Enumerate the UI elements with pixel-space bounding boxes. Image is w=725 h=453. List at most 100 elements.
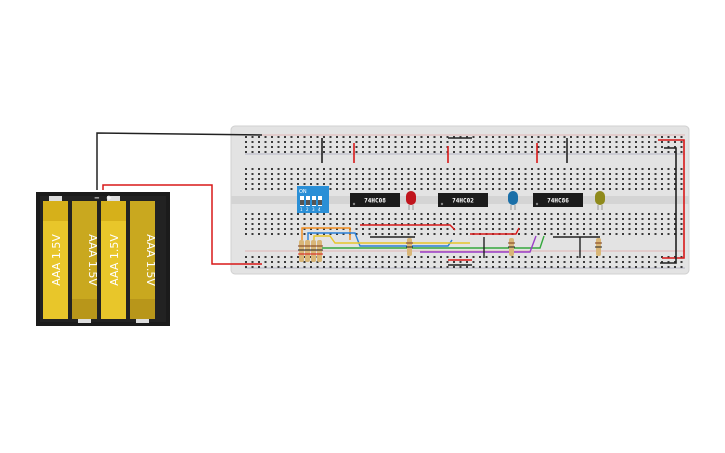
breadboard-hole xyxy=(576,151,579,153)
breadboard-hole xyxy=(355,141,358,143)
wire-red-signal-2[interactable] xyxy=(470,227,520,235)
resistor-led-yellow[interactable] xyxy=(595,238,602,256)
breadboard-hole xyxy=(251,218,254,220)
breadboard-hole xyxy=(492,256,494,258)
breadboard-hole xyxy=(492,141,494,143)
breadboard-hole xyxy=(323,223,325,225)
breadboard-hole xyxy=(615,183,618,185)
breadboard-hole xyxy=(648,136,650,138)
wire-right-black[interactable] xyxy=(660,147,677,264)
breadboard-hole xyxy=(654,178,657,180)
breadboard-hole xyxy=(427,223,429,225)
wire-red-signal-1[interactable] xyxy=(360,224,456,231)
breadboard-hole xyxy=(583,178,585,180)
breadboard-hole xyxy=(628,178,631,180)
breadboard-hole xyxy=(635,136,637,138)
breadboard-hole xyxy=(329,261,332,263)
breadboard-hole xyxy=(401,168,403,170)
led-yellow[interactable] xyxy=(595,191,605,210)
breadboard-hole xyxy=(297,173,299,175)
breadboard-hole xyxy=(459,151,462,153)
breadboard-hole xyxy=(479,168,481,170)
breadboard-hole xyxy=(394,223,397,225)
breadboard-hole xyxy=(518,266,520,268)
wire-battery-black[interactable] xyxy=(96,132,263,190)
breadboard-hole xyxy=(648,151,650,153)
breadboard-hole xyxy=(570,233,572,235)
breadboard-hole xyxy=(563,266,566,268)
breadboard-hole xyxy=(518,173,520,175)
breadboard-hole xyxy=(446,223,449,225)
breadboard-hole xyxy=(498,141,501,143)
wire-yellow[interactable] xyxy=(313,235,470,244)
breadboard-hole xyxy=(258,256,260,258)
wire-purple[interactable] xyxy=(420,235,537,253)
breadboard-hole xyxy=(680,223,683,225)
breadboard-hole xyxy=(544,178,546,180)
breadboard-hole xyxy=(589,256,592,258)
resistor-bank[interactable] xyxy=(298,240,323,262)
breadboard-hole xyxy=(264,213,267,215)
breadboard-hole xyxy=(349,151,351,153)
wire-blue[interactable] xyxy=(307,232,453,247)
breadboard-hole xyxy=(654,233,657,235)
wire-orange[interactable] xyxy=(301,227,351,240)
wire-battery-red[interactable] xyxy=(102,184,262,265)
breadboard-hole xyxy=(661,266,663,268)
breadboard-hole xyxy=(264,183,267,185)
breadboard-hole xyxy=(303,256,306,258)
breadboard-hole xyxy=(602,151,605,153)
breadboard-hole xyxy=(654,228,657,230)
breadboard-hole xyxy=(368,256,371,258)
dip-switch[interactable]: ON 1 2 3 4 xyxy=(297,186,329,213)
breadboard-hole xyxy=(570,136,572,138)
breadboard-hole xyxy=(557,256,559,258)
breadboard-hole xyxy=(628,223,631,225)
breadboard-hole xyxy=(381,178,384,180)
breadboard-hole xyxy=(453,266,455,268)
breadboard-hole xyxy=(323,233,325,235)
breadboard-hole xyxy=(368,218,371,220)
breadboard-hole xyxy=(290,218,293,220)
breadboard-hole xyxy=(368,266,371,268)
breadboard-hole xyxy=(427,218,429,220)
breadboard-hole xyxy=(524,168,527,170)
breadboard-hole xyxy=(563,233,566,235)
breadboard-hole xyxy=(420,261,423,263)
breadboard-hole xyxy=(609,173,611,175)
breadboard-hole xyxy=(394,151,397,153)
breadboard-hole xyxy=(563,256,566,258)
led-blue[interactable] xyxy=(508,191,518,210)
chip-74hc08[interactable]: 74HC08 xyxy=(350,193,400,207)
breadboard-hole xyxy=(258,218,260,220)
breadboard-hole xyxy=(667,228,670,230)
battery-pack[interactable]: AAA 1.5V AAA 1.5V AAA 1.5V AAA 1.5V − + xyxy=(36,192,170,326)
breadboard-hole xyxy=(589,213,592,215)
breadboard-hole xyxy=(284,178,286,180)
breadboard-hole xyxy=(401,178,403,180)
resistor-led-red[interactable] xyxy=(406,238,413,256)
breadboard-hole xyxy=(648,168,650,170)
battery-label-3: AAA 1.5V xyxy=(108,234,121,286)
breadboard-hole xyxy=(609,266,611,268)
breadboard-hole xyxy=(271,228,273,230)
breadboard-hole xyxy=(563,146,566,148)
breadboard-hole xyxy=(641,228,644,230)
breadboard-hole xyxy=(401,183,403,185)
breadboard-hole xyxy=(648,261,650,263)
breadboard-hole xyxy=(329,168,332,170)
led-red[interactable] xyxy=(406,191,416,210)
breadboard-hole xyxy=(381,151,384,153)
breadboard-hole xyxy=(557,151,559,153)
breadboard-hole xyxy=(336,151,338,153)
wire-right-red[interactable] xyxy=(658,139,685,259)
breadboard-hole xyxy=(498,188,501,190)
chip-74hc02[interactable]: 74HC02 xyxy=(438,193,488,207)
breadboard-hole xyxy=(277,223,280,225)
breadboard-hole xyxy=(505,266,507,268)
breadboard-hole xyxy=(531,141,533,143)
breadboard-hole xyxy=(355,151,358,153)
breadboard-hole xyxy=(680,213,683,215)
chip-74hc86[interactable]: 74HC86 xyxy=(533,193,583,207)
resistor-led-blue[interactable] xyxy=(508,238,515,256)
